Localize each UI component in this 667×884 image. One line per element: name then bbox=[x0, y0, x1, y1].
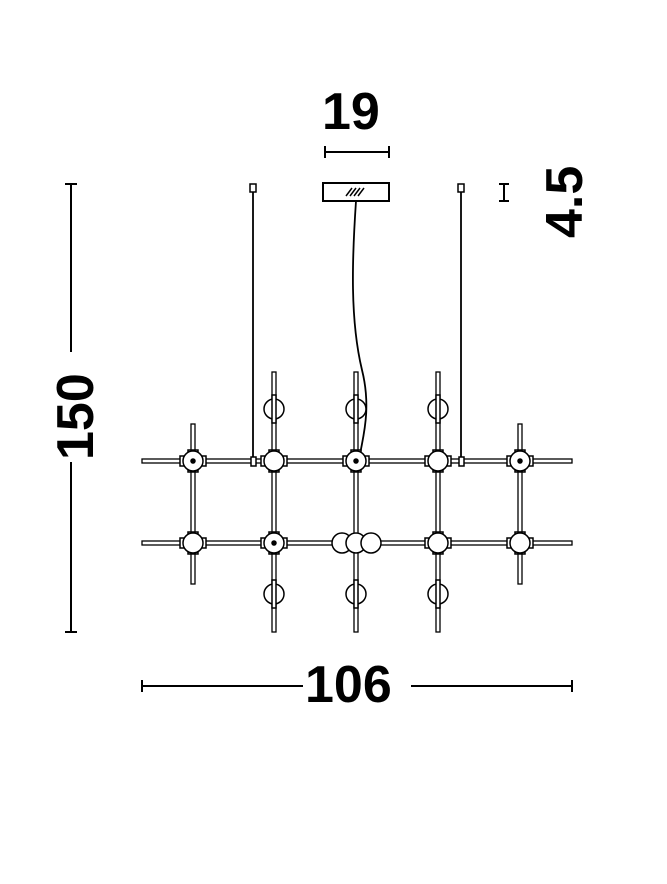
power-cord bbox=[352, 200, 368, 456]
hub-joint bbox=[179, 449, 207, 473]
hub-joint bbox=[424, 531, 452, 555]
ceiling-canopy bbox=[322, 182, 390, 202]
dimension-line-canopy-width bbox=[324, 146, 390, 158]
hub-joint bbox=[260, 531, 288, 555]
globe-light bbox=[263, 394, 285, 424]
hub-joint bbox=[342, 449, 370, 473]
canopy-height-label: 4.5 bbox=[536, 165, 594, 238]
hub-joint bbox=[506, 449, 534, 473]
globe-light bbox=[345, 394, 367, 424]
dimension-line-total-height bbox=[65, 183, 77, 633]
canopy-width-label: 19 bbox=[322, 83, 380, 141]
globe-light bbox=[345, 579, 367, 609]
hub-joint-cluster bbox=[331, 532, 382, 554]
hub-joint bbox=[424, 449, 452, 473]
cable-anchor-left bbox=[249, 183, 257, 460]
vertical-rods bbox=[190, 371, 523, 633]
cable-anchor-right bbox=[457, 183, 465, 460]
globe-light bbox=[427, 394, 449, 424]
hub-joint bbox=[179, 531, 207, 555]
globe-light bbox=[263, 579, 285, 609]
total-height-label: 150 bbox=[47, 373, 105, 460]
dimension-line-canopy-height bbox=[499, 183, 509, 202]
dimension-line-total-width bbox=[141, 680, 573, 692]
globe-light bbox=[427, 579, 449, 609]
hub-joint bbox=[506, 531, 534, 555]
hub-joint bbox=[260, 449, 288, 473]
total-width-label: 106 bbox=[305, 656, 392, 714]
